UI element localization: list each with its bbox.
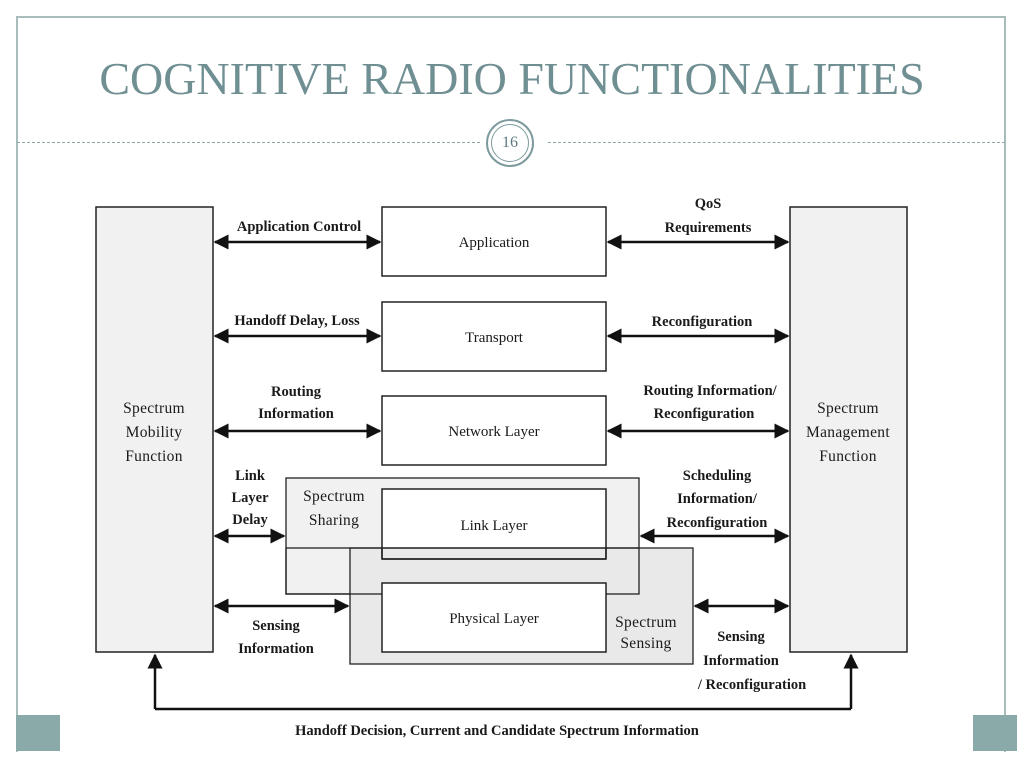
- label-handoff-decision: Handoff Decision, Current and Candidate …: [295, 723, 699, 739]
- spectrum-sensing-label-1: Spectrum: [615, 614, 677, 631]
- layer-network: Network Layer: [381, 395, 607, 466]
- label-sensing-right-1: Sensing: [717, 629, 765, 645]
- layer-application: Application: [381, 206, 607, 277]
- label-link-delay-1: Link: [235, 468, 266, 484]
- handoff-decision-loop: Handoff Decision, Current and Candidate …: [147, 653, 859, 739]
- spectrum-management-label-1: Spectrum: [817, 400, 879, 417]
- label-sensing-right-3: / Reconfiguration: [697, 677, 806, 693]
- label-sensing-left-2: Information: [238, 641, 314, 657]
- arrow-routing-information-right: Routing Information/ Reconfiguration: [606, 383, 790, 439]
- spectrum-mobility-label-1: Spectrum: [123, 400, 185, 417]
- label-reconfiguration: Reconfiguration: [652, 314, 753, 330]
- label-scheduling-2: Information/: [677, 491, 758, 507]
- label-handoff-delay: Handoff Delay, Loss: [234, 313, 360, 329]
- layer-link-label: Link Layer: [460, 518, 527, 534]
- label-routing-2: Information: [258, 406, 334, 422]
- spectrum-sensing-label-2: Sensing: [620, 635, 671, 652]
- spectrum-management-label-2: Management: [806, 424, 890, 441]
- spectrum-mobility-label-3: Function: [125, 448, 183, 465]
- arrow-qos-requirements: QoS Requirements: [606, 196, 790, 250]
- arrow-handoff-delay: Handoff Delay, Loss: [213, 313, 382, 344]
- spectrum-management-function-box: Spectrum Management Function: [789, 206, 908, 653]
- spectrum-mobility-function-box: Spectrum Mobility Function: [95, 206, 214, 653]
- label-sensing-right-2: Information: [703, 653, 779, 669]
- arrow-link-layer-delay: Link Layer Delay: [213, 468, 286, 544]
- layer-application-label: Application: [459, 235, 530, 251]
- layer-physical: Physical Layer: [381, 582, 607, 653]
- arrow-application-control: Application Control: [213, 219, 382, 250]
- layer-transport-label: Transport: [465, 330, 524, 346]
- arrow-sensing-information-left: Sensing Information: [213, 598, 350, 657]
- label-qos-1: QoS: [695, 196, 722, 212]
- spectrum-sharing-label-1: Spectrum: [303, 488, 365, 505]
- arrow-reconfiguration: Reconfiguration: [606, 314, 790, 344]
- label-link-delay-2: Layer: [231, 490, 269, 506]
- title-divider-left: [17, 142, 480, 143]
- layer-network-label: Network Layer: [448, 424, 539, 440]
- layer-physical-label: Physical Layer: [449, 611, 539, 627]
- spectrum-sharing-label-2: Sharing: [309, 512, 359, 529]
- corner-decoration-left: [16, 715, 60, 751]
- slide-title: COGNITIVE RADIO FUNCTIONALITIES: [99, 53, 925, 104]
- label-routing-1: Routing: [271, 384, 322, 400]
- arrow-scheduling-information: Scheduling Information/ Reconfiguration: [639, 468, 790, 544]
- arrow-routing-information-left: Routing Information: [213, 384, 382, 439]
- arrow-sensing-information-right: Sensing Information / Reconfiguration: [693, 598, 806, 693]
- spectrum-management-label-3: Function: [819, 448, 877, 465]
- page-number: 16: [491, 124, 529, 162]
- label-link-delay-3: Delay: [232, 512, 268, 528]
- corner-decoration-right: [973, 715, 1017, 751]
- spectrum-mobility-label-2: Mobility: [126, 424, 183, 441]
- title-divider-right: [548, 142, 1005, 143]
- label-application-control: Application Control: [237, 219, 361, 235]
- layer-link: Link Layer: [381, 488, 607, 560]
- label-routing-right-1: Routing Information/: [643, 383, 777, 399]
- page-number-badge: 16: [486, 119, 534, 167]
- label-scheduling-1: Scheduling: [683, 468, 752, 484]
- label-sensing-left-1: Sensing: [252, 618, 300, 634]
- label-routing-right-2: Reconfiguration: [654, 406, 755, 422]
- layer-transport: Transport: [381, 301, 607, 372]
- label-qos-2: Requirements: [665, 220, 752, 236]
- label-scheduling-3: Reconfiguration: [667, 515, 768, 531]
